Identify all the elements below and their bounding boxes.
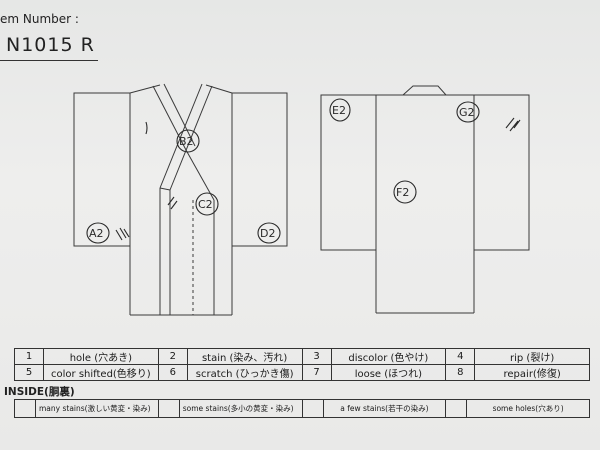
back-left-sleeve (320, 94, 376, 251)
damage-legend-table: 1 hole (穴あき) 2 stain (染み、汚れ) 3 discolor … (14, 348, 590, 381)
legend-num: 8 (445, 364, 476, 381)
inside-checkbox-few-stains[interactable] (301, 399, 324, 418)
inside-checkbox-some-stains[interactable] (157, 399, 180, 418)
legend-label: hole (穴あき) (43, 348, 159, 365)
damage-marks: A2 B2 C2 D2 E2 F2 G2 (86, 98, 521, 244)
inside-row: many stains(激しい黄変・染み) some stains(多小の黄変・… (14, 399, 590, 418)
legend-num: 4 (445, 348, 476, 365)
legend-label: color shifted(色移り) (43, 364, 159, 381)
mark-e2-label: E2 (332, 104, 346, 117)
mark-g2-label: G2 (459, 106, 475, 119)
legend-label: stain (染み、汚れ) (186, 348, 303, 365)
mark-c2-circle (195, 192, 219, 216)
mark-b2-circle (176, 129, 200, 153)
legend-num: 5 (14, 364, 44, 381)
mark-e2-circle (329, 98, 351, 122)
inside-option-many-stains: many stains(激しい黄変・染み) (35, 399, 159, 418)
inside-checkbox-many-stains[interactable] (14, 399, 36, 418)
mark-f2-circle (393, 180, 417, 204)
front-right-sleeve (232, 92, 288, 247)
legend-label: discolor (色やけ) (330, 348, 447, 365)
item-code: N1015 R (6, 34, 95, 56)
legend-label: scratch (ひっかき傷) (186, 364, 303, 381)
mark-f2-label: F2 (396, 186, 409, 199)
legend-row: 1 hole (穴あき) 2 stain (染み、汚れ) 3 discolor … (14, 348, 590, 365)
kimono-diagram: A2 B2 C2 D2 E2 F2 G2 (73, 83, 530, 316)
collar-band-left (152, 85, 187, 151)
legend-label: repair(修復) (474, 364, 590, 381)
collar-band-right (169, 85, 213, 191)
mark-b2-label: B2 (179, 135, 194, 148)
legend-label: loose (ほつれ) (330, 364, 447, 381)
inside-option-some-holes: some holes(穴あり) (466, 399, 590, 418)
mark-a2-label: A2 (89, 227, 104, 240)
legend-num: 1 (14, 348, 44, 365)
mark-c2-label: C2 (198, 198, 213, 211)
mark-d2-circle (257, 222, 281, 244)
mark-a2-circle (86, 222, 110, 244)
inside-option-few-stains: a few stains(若干の染み) (322, 399, 447, 418)
item-number-label: em Number : (0, 12, 79, 26)
legend-num: 7 (301, 364, 332, 381)
legend-num: 6 (157, 364, 188, 381)
inside-checkbox-some-holes[interactable] (445, 399, 468, 418)
item-code-underline (0, 60, 98, 61)
inside-section-label: INSIDE(胴裏) (4, 386, 75, 398)
legend-row: 5 color shifted(色移り) 6 scratch (ひっかき傷) 7… (14, 364, 590, 381)
kimono-front-view (73, 83, 288, 316)
front-left-sleeve (73, 92, 130, 247)
back-right-sleeve (474, 94, 530, 251)
inside-condition-table: many stains(激しい黄変・染み) some stains(多小の黄変・… (14, 399, 590, 418)
mark-d2-label: D2 (260, 227, 275, 240)
kimono-back-view (320, 85, 530, 314)
inside-option-some-stains: some stains(多小の黄変・染み) (178, 399, 303, 418)
legend-num: 3 (301, 348, 332, 365)
legend-label: rip (裂け) (474, 348, 590, 365)
mark-g2-circle (456, 101, 480, 123)
legend-num: 2 (157, 348, 188, 365)
back-collar (402, 85, 447, 96)
